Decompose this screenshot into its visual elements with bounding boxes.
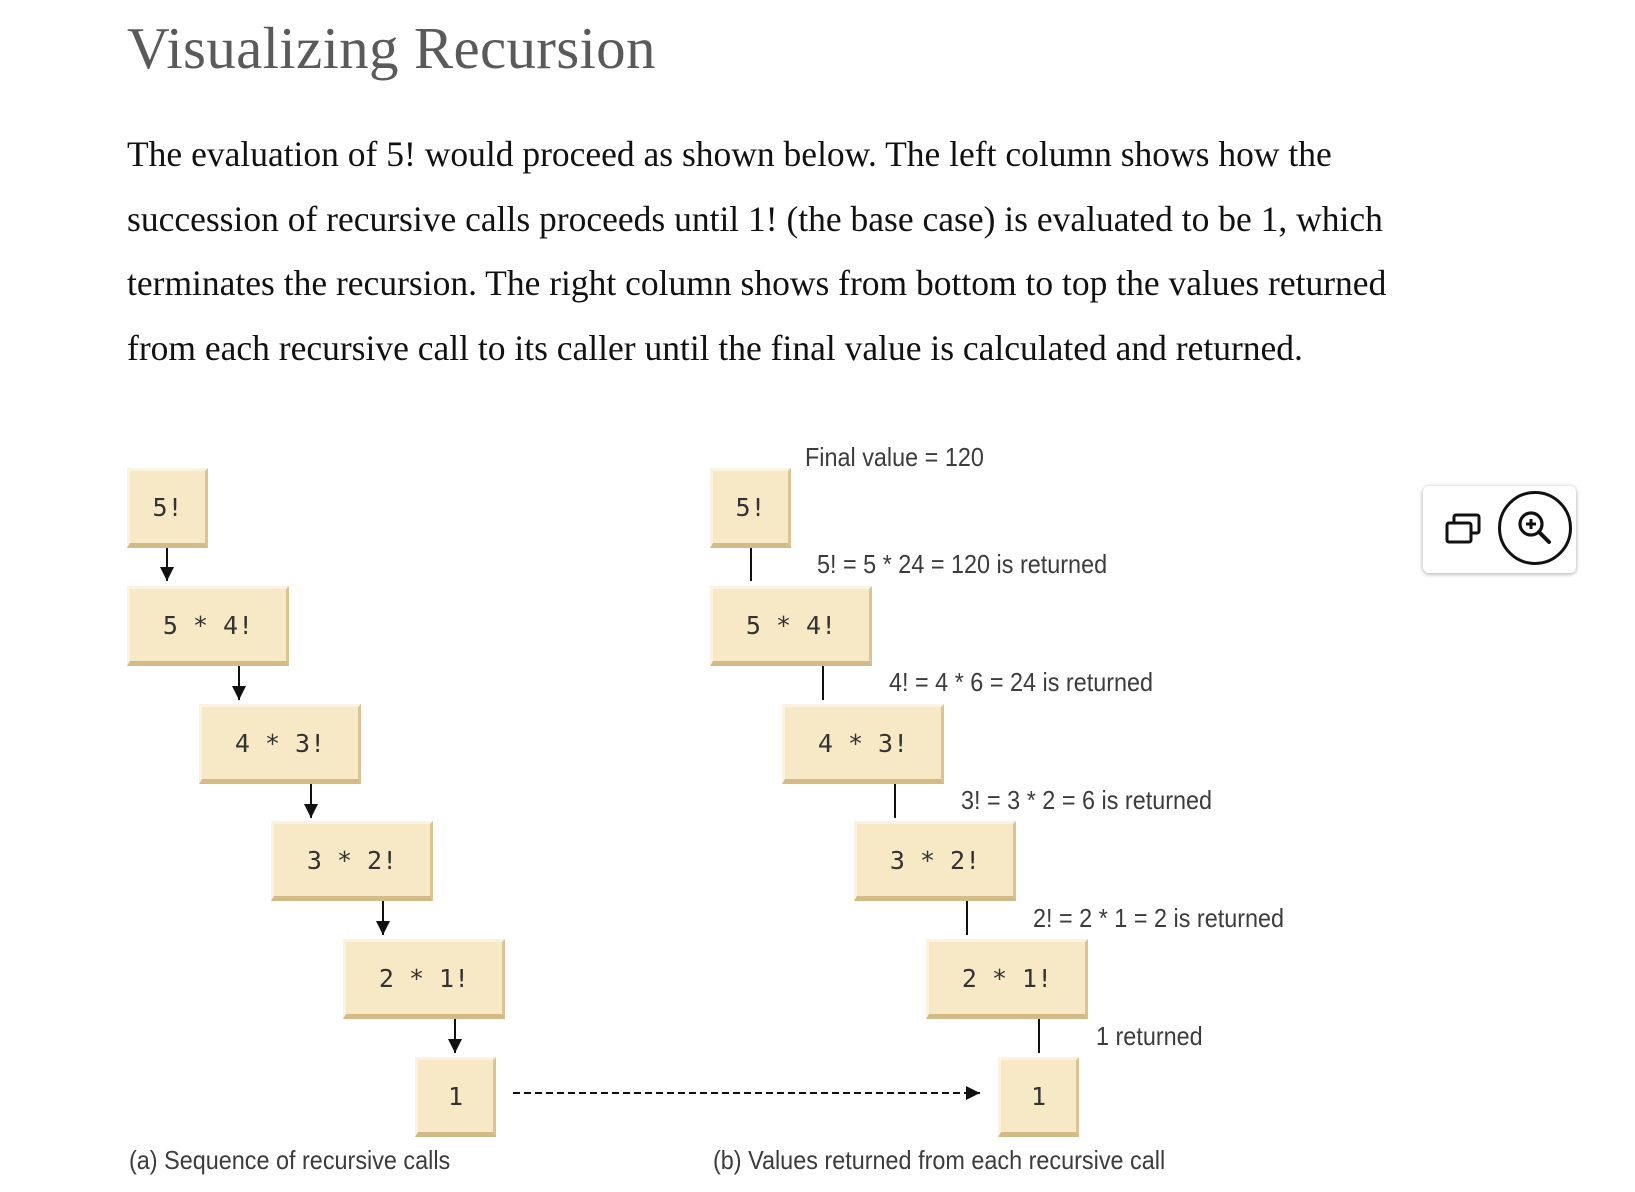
call-box: 5 * 4! [127,586,289,666]
return-box: 4 * 3! [782,704,944,784]
return-box: 5 * 4! [710,586,872,666]
intro-line: The evaluation of 5! would proceed as sh… [127,134,1332,174]
return-label: 5! = 5 * 24 = 120 is returned [817,549,1108,579]
return-label: 4! = 4 * 6 = 24 is returned [889,667,1154,697]
final-value-label: Final value = 120 [805,442,984,472]
call-box: 5! [127,468,208,548]
caption-a: (a) Sequence of recursive calls [129,1145,451,1175]
intro-line: from each recursive call to its caller u… [127,327,1303,368]
call-box: 4 * 3! [199,704,361,784]
return-label: 1 returned [1096,1021,1203,1051]
zoom-in-icon[interactable] [1498,491,1572,565]
intro-line: terminates the recursion. The right colu… [127,263,1387,303]
return-box: 3 * 2! [854,821,1016,901]
intro-paragraph: The evaluation of 5! would proceed as sh… [127,122,1587,380]
return-label: 2! = 2 * 1 = 2 is returned [1033,903,1285,933]
call-box: 2 * 1! [343,939,505,1019]
caption-b: (b) Values returned from each recursive … [713,1145,1166,1175]
image-toolbar [1423,486,1576,573]
call-box: 3 * 2! [271,821,433,901]
return-box: 5! [710,468,791,548]
page-title: Visualizing Recursion [127,15,656,81]
return-label: 3! = 3 * 2 = 6 is returned [961,785,1213,815]
return-box: 2 * 1! [926,939,1088,1019]
popout-icon[interactable] [1441,506,1489,554]
intro-line: succession of recursive calls proceeds u… [127,198,1383,239]
return-box: 1 [998,1057,1079,1137]
base-case-box: 1 [415,1057,496,1137]
